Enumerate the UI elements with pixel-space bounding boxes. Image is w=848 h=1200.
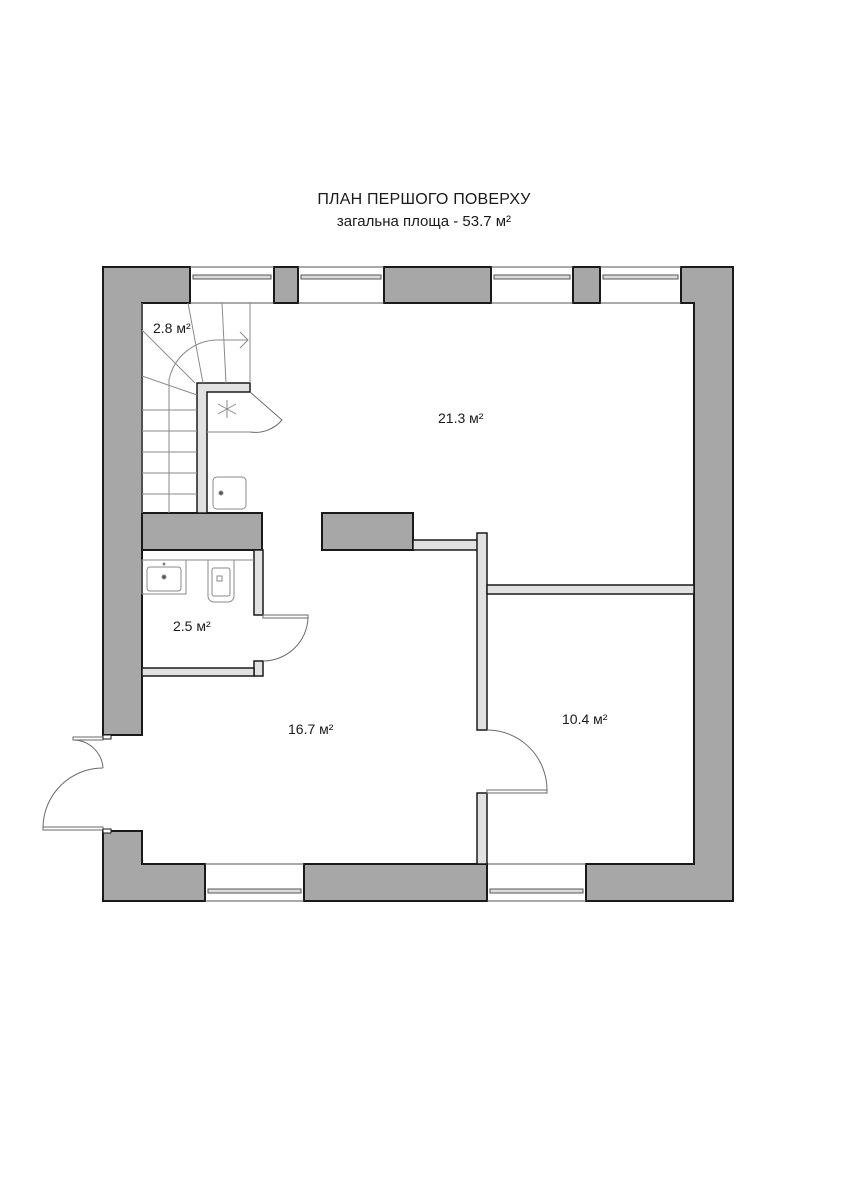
partitions [141, 382, 695, 865]
wall-central-block [321, 512, 414, 551]
wall-pier-top-1 [273, 266, 299, 304]
wall-stair-bath [141, 512, 263, 551]
window-top-1 [190, 266, 274, 304]
bathroom-fixtures [141, 559, 254, 603]
wall-bottom-middle [303, 863, 488, 902]
doors [42, 391, 548, 834]
wall-bottom-left [102, 830, 206, 902]
partition-vertical-lower [476, 792, 488, 865]
kitchen-sink-icon [212, 476, 247, 510]
partition-bath-bottom [141, 667, 255, 677]
toilet-icon [207, 559, 235, 603]
partition-vertical-upper [476, 532, 488, 731]
partition-bath-right-lower [253, 660, 264, 677]
bath-sink-icon [141, 559, 187, 595]
wall-top-left-corner [102, 266, 191, 736]
partition-central-link [412, 539, 479, 551]
stove-icon [217, 400, 237, 418]
kitchen-fixtures [207, 400, 250, 510]
partition-horizontal [486, 584, 695, 595]
room-area-hall: 16.7 м² [288, 721, 334, 737]
staircase [141, 302, 251, 513]
wall-right [585, 266, 734, 902]
partition-bath-right [253, 549, 264, 616]
room-area-living: 21.3 м² [438, 410, 484, 426]
wall-pier-top-2 [383, 266, 492, 304]
bedroom-door [486, 729, 548, 794]
partition-kitchen [196, 382, 251, 514]
entrance-door [42, 734, 112, 834]
kitchen-cabinet-swing [249, 391, 283, 433]
window-top-3 [491, 266, 573, 304]
room-area-stairs: 2.8 м² [153, 320, 191, 336]
plan-title: ПЛАН ПЕРШОГО ПОВЕРХУ [317, 191, 531, 208]
window-top-2 [298, 266, 384, 304]
plan-subtitle: загальна площа - 53.7 м² [336, 213, 512, 230]
window-bottom-1 [205, 863, 304, 902]
exterior-walls [102, 266, 734, 902]
windows [190, 266, 681, 902]
bathroom-door [262, 614, 309, 662]
window-top-4 [600, 266, 681, 304]
room-area-bathroom: 2.5 м² [173, 618, 211, 634]
room-area-bedroom: 10.4 м² [562, 711, 608, 727]
wall-pier-top-3 [572, 266, 601, 304]
window-bottom-2 [487, 863, 586, 902]
